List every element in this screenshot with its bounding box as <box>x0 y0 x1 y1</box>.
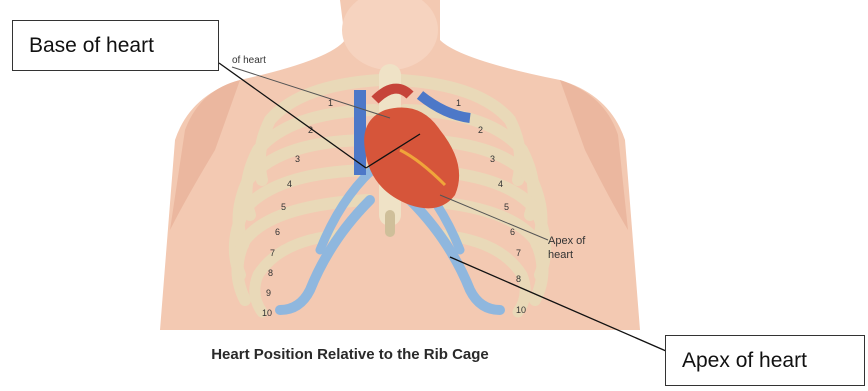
rib-number: 8 <box>268 268 273 278</box>
rib-number: 8 <box>516 274 521 284</box>
rib-number: 5 <box>504 202 509 212</box>
rib-number: 3 <box>490 154 495 164</box>
rib-number: 10 <box>516 305 526 315</box>
rib-number: 4 <box>287 179 292 189</box>
rib-number: 5 <box>281 202 286 212</box>
rib-number: 4 <box>498 179 503 189</box>
rib-number: 2 <box>478 125 483 135</box>
apex-of-heart-label: Apex of heart <box>682 349 807 373</box>
inner-apex-label-line2: heart <box>548 249 573 261</box>
base-of-heart-label: Base of heart <box>29 34 154 58</box>
rib-number: 3 <box>295 154 300 164</box>
apex-of-heart-callout: Apex of heart <box>665 335 865 386</box>
rib-number: 10 <box>262 308 272 318</box>
rib-number: 6 <box>510 227 515 237</box>
rib-number: 9 <box>266 288 271 298</box>
rib-number: 7 <box>270 248 275 258</box>
rib-number: 1 <box>456 98 461 108</box>
figure-caption: Heart Position Relative to the Rib Cage <box>150 346 550 363</box>
inner-base-label: of heart <box>232 55 266 66</box>
base-of-heart-callout: Base of heart <box>12 20 219 71</box>
rib-number: 7 <box>516 248 521 258</box>
rib-number: 6 <box>275 227 280 237</box>
inner-apex-label-line1: Apex of <box>548 235 586 247</box>
